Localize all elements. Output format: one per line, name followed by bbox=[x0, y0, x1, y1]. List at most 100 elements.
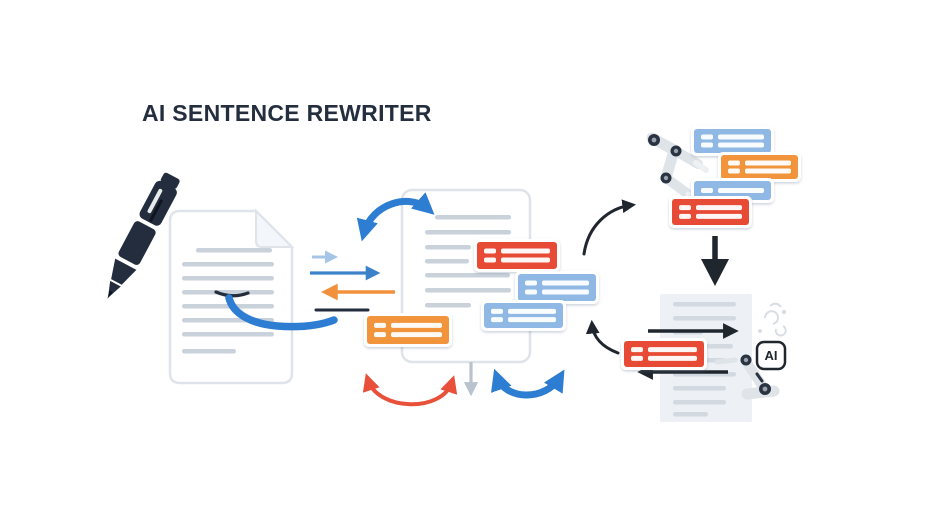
document-text-line bbox=[182, 332, 274, 337]
document-text-line bbox=[673, 400, 726, 405]
sentence-block-text-dash bbox=[679, 205, 691, 211]
sentence-block-body bbox=[367, 316, 449, 344]
sentence-block-stack-blue bbox=[691, 126, 774, 156]
sentence-block-text-dash bbox=[718, 134, 764, 140]
sentence-block-body bbox=[721, 155, 798, 179]
sentence-block-text-dash bbox=[491, 317, 503, 323]
sentence-block-text-dash bbox=[728, 168, 740, 174]
sentence-block-text-dash bbox=[501, 257, 550, 263]
sentence-block-text-dash bbox=[484, 248, 496, 254]
pen-cap bbox=[139, 180, 177, 226]
sentence-block-text-dash bbox=[501, 248, 550, 254]
sentence-block-text-dash bbox=[391, 332, 442, 338]
sentence-block-text-dash bbox=[701, 142, 713, 148]
sentence-block-text-dash bbox=[374, 322, 386, 328]
sentence-block-text-dash bbox=[484, 257, 496, 263]
pen-clip-highlight bbox=[147, 188, 163, 214]
squiggle-curl bbox=[774, 325, 787, 337]
document-text-line bbox=[182, 290, 274, 295]
sentence-block-text-dash bbox=[718, 188, 764, 193]
arm-segment-band bbox=[755, 372, 764, 383]
pen-icon bbox=[107, 172, 180, 299]
document-text-line bbox=[425, 245, 471, 250]
flow-arc-to-stack bbox=[582, 199, 637, 256]
sentence-block-draft-blue bbox=[515, 271, 599, 304]
sentence-block-text-dash bbox=[718, 142, 764, 148]
flow-arc-back-to-draft bbox=[585, 319, 620, 355]
sentence-blocks-layer bbox=[364, 126, 801, 370]
ai-writer-arm-icon bbox=[711, 349, 780, 400]
sentence-block-body bbox=[694, 129, 771, 153]
document-text-line bbox=[673, 316, 736, 321]
ai-badge-frame bbox=[755, 340, 787, 371]
sentence-block-text-dash bbox=[631, 355, 643, 361]
document-text-line bbox=[182, 349, 236, 354]
sentence-block-body bbox=[624, 341, 704, 367]
squiggle-curl bbox=[763, 310, 779, 325]
sentence-block-draft-blue bbox=[481, 300, 566, 331]
page-title: AI SENTENCE REWRITER bbox=[142, 100, 432, 126]
sentence-block-text-dash bbox=[648, 355, 697, 361]
arm-claw-finger bbox=[711, 349, 736, 361]
sentence-block-text-dash bbox=[701, 134, 713, 140]
sentence-block-text-dash bbox=[701, 188, 713, 193]
pen-cap-top bbox=[160, 172, 180, 189]
source-document-lines bbox=[182, 248, 274, 354]
swap-arc-blue-top bbox=[356, 192, 435, 242]
draft-document-lines bbox=[425, 215, 511, 308]
pipeline-down-arrow bbox=[701, 236, 729, 286]
arm-joint-center bbox=[743, 357, 749, 363]
document-text-line bbox=[673, 412, 708, 417]
squiggle-curl bbox=[769, 302, 782, 308]
sentence-block-text-dash bbox=[525, 280, 537, 286]
sentence-block-text-dash bbox=[696, 205, 742, 211]
pipeline-down-arrow-head bbox=[701, 259, 729, 286]
source-document-fold-corner bbox=[255, 208, 295, 248]
sentence-block-text-dash bbox=[491, 308, 503, 314]
pen-clip bbox=[149, 199, 163, 222]
sentence-block-text-dash bbox=[745, 168, 791, 174]
arm-joint-center bbox=[762, 386, 768, 392]
sentence-block-text-dash bbox=[648, 347, 697, 353]
pen-nib-tip bbox=[107, 290, 114, 299]
sentence-block-stack-orange bbox=[718, 152, 801, 182]
document-text-line bbox=[182, 262, 274, 267]
pen-barrel bbox=[118, 221, 156, 265]
sentence-block-text-dash bbox=[542, 280, 589, 286]
sentence-block-body bbox=[484, 303, 563, 328]
sentence-block-output-red bbox=[621, 338, 707, 370]
sentence-block-text-dash bbox=[542, 289, 589, 295]
document-text-line bbox=[196, 248, 272, 253]
arm-joint-center bbox=[673, 148, 679, 154]
ai-badge: AI bbox=[755, 340, 787, 371]
sentence-block-text-dash bbox=[745, 160, 791, 166]
sentence-block-text-dash bbox=[728, 160, 740, 166]
pen-grip bbox=[111, 258, 137, 285]
squiggle-dot bbox=[758, 329, 762, 333]
document-text-line bbox=[425, 288, 511, 293]
ai-badge-label: AI bbox=[765, 348, 778, 363]
sentence-block-stack-red bbox=[669, 196, 752, 228]
document-text-line bbox=[435, 215, 511, 220]
swap-arc-blue-bottom bbox=[491, 368, 565, 399]
document-text-line bbox=[425, 230, 511, 235]
arm-joint-center bbox=[651, 137, 657, 143]
sentence-block-text-dash bbox=[374, 332, 386, 338]
document-text-line bbox=[182, 276, 274, 281]
sentence-block-body bbox=[672, 199, 749, 225]
sentence-block-body bbox=[477, 242, 557, 269]
arm-joint-center bbox=[663, 175, 669, 181]
document-text-line bbox=[673, 302, 736, 307]
robot-gripper-arm-icon bbox=[646, 132, 709, 206]
sentence-block-draft-orange bbox=[364, 313, 452, 347]
sentence-block-body bbox=[518, 274, 596, 301]
squiggle-dot bbox=[781, 309, 787, 315]
document-text-line bbox=[673, 386, 726, 391]
document-text-line bbox=[425, 303, 471, 308]
sentence-block-text-dash bbox=[525, 289, 537, 295]
sentence-block-text-dash bbox=[679, 213, 691, 219]
arm-pointer-tip bbox=[693, 160, 709, 173]
revise-arc-red-bottom bbox=[362, 373, 458, 407]
